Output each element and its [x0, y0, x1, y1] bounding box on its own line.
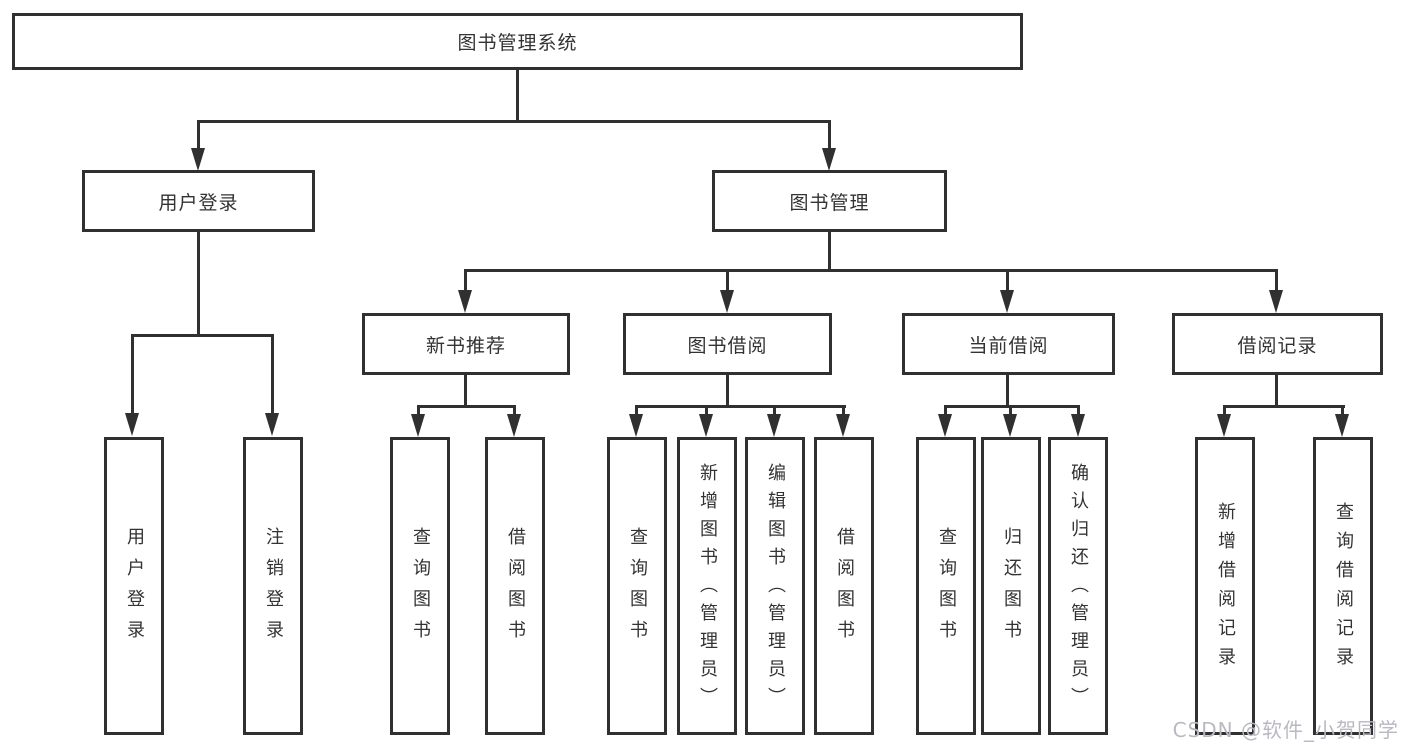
node-leaf-bb-query-books: 查询图书 [607, 437, 667, 735]
connector-line [513, 405, 516, 416]
arrow-down-icon [265, 413, 279, 436]
arrow-down-icon [458, 290, 472, 313]
connector-line [197, 232, 200, 336]
connector-line [1223, 405, 1226, 416]
connector-line [635, 405, 638, 416]
node-leaf-user-login: 用户登录 [104, 437, 164, 735]
connector-line [726, 375, 729, 407]
connector-line [516, 70, 519, 122]
connector-line [1275, 375, 1278, 407]
arrow-down-icon [1003, 414, 1017, 437]
node-leaf-nb-borrow-books: 借阅图书 [485, 437, 545, 735]
arrow-down-icon [629, 414, 643, 437]
connector-line [131, 334, 134, 414]
node-leaf-cb-query-books: 查询图书 [916, 437, 976, 735]
arrow-down-icon [411, 414, 425, 437]
arrow-down-icon [191, 148, 205, 171]
arrow-down-icon [125, 413, 139, 436]
arrow-down-icon [699, 414, 713, 437]
connector-line [271, 334, 274, 414]
connector-line [726, 269, 729, 291]
connector-line [1006, 269, 1009, 291]
node-leaf-bb-edit-books-admin: 编辑图书（管理员） [745, 437, 805, 735]
node-leaf-cb-confirm-return-admin: 确认归还（管理员） [1048, 437, 1108, 735]
connector-line [131, 334, 274, 337]
arrow-down-icon [720, 290, 734, 313]
arrow-down-icon [1335, 414, 1349, 437]
node-leaf-bb-borrow-books: 借阅图书 [814, 437, 874, 735]
node-leaf-br-query-record: 查询借阅记录 [1313, 437, 1373, 735]
arrow-down-icon [1269, 290, 1283, 313]
node-borrow-records: 借阅记录 [1172, 313, 1383, 375]
arrow-down-icon [822, 148, 836, 171]
arrow-down-icon [507, 414, 521, 437]
node-leaf-nb-query-books: 查询图书 [390, 437, 450, 735]
node-book-borrow: 图书借阅 [623, 313, 832, 375]
arrow-down-icon [767, 414, 781, 437]
node-new-books: 新书推荐 [362, 313, 570, 375]
connector-line [417, 405, 516, 408]
connector-line [828, 120, 831, 150]
connector-line [464, 269, 467, 291]
connector-line [635, 405, 846, 408]
node-user-login: 用户登录 [82, 170, 315, 232]
connector-line [197, 120, 200, 150]
arrow-down-icon [836, 414, 850, 437]
connector-line [773, 405, 776, 416]
node-current-borrow: 当前借阅 [902, 313, 1115, 375]
arrow-down-icon [1071, 414, 1085, 437]
connector-line [828, 232, 831, 271]
node-leaf-bb-add-books-admin: 新增图书（管理员） [677, 437, 737, 735]
connector-line [705, 405, 708, 416]
node-leaf-logout: 注销登录 [243, 437, 303, 735]
connector-line [464, 375, 467, 407]
node-book-mgmt: 图书管理 [712, 170, 947, 232]
connector-line [842, 405, 845, 416]
connector-line [1341, 405, 1344, 416]
arrow-down-icon [1217, 414, 1231, 437]
connector-line [1006, 375, 1009, 407]
connector-line [1275, 269, 1278, 291]
node-root: 图书管理系统 [12, 13, 1023, 70]
arrow-down-icon [938, 414, 952, 437]
node-leaf-cb-return-books: 归还图书 [981, 437, 1041, 735]
node-leaf-br-add-record: 新增借阅记录 [1195, 437, 1255, 735]
connector-line [197, 120, 831, 123]
connector-line [464, 269, 1278, 272]
connector-line [1009, 405, 1012, 416]
connector-line [417, 405, 420, 416]
connector-line [1077, 405, 1080, 416]
connector-line [944, 405, 947, 416]
arrow-down-icon [1000, 290, 1014, 313]
connector-line [1223, 405, 1345, 408]
watermark-text: CSDN @软件_小贺同学 [1172, 718, 1399, 742]
connector-line [944, 405, 1080, 408]
